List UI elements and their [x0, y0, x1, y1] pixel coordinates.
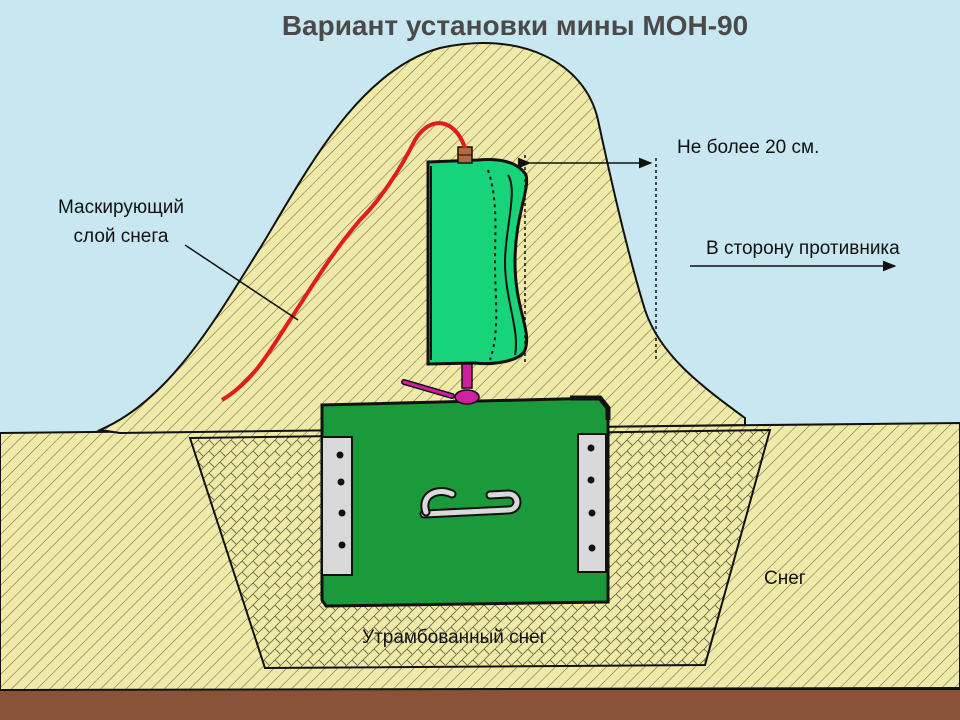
mask-label-line2: слой снега [73, 226, 169, 247]
red-wire [220, 121, 467, 402]
mine-mon90 [426, 146, 529, 366]
mask-leader-line [184, 244, 299, 321]
snow-mound [96, 42, 746, 435]
fuse-mount [401, 363, 480, 405]
distance-measure [517, 155, 657, 365]
mask-label-line1: Маскирующий [58, 197, 184, 218]
diagram-title: Вариант установки мины МОН-90 [281, 10, 749, 41]
support-box [320, 395, 611, 608]
packed-snow-label: Утрамбованный снег [362, 627, 547, 648]
snow-label: Снег [764, 568, 806, 589]
earth-strip [0, 690, 960, 720]
left-bracket [321, 436, 353, 576]
earth-line [0, 687, 960, 691]
distance-label: Не более 20 см. [677, 137, 820, 158]
direction-label: В сторону противника [706, 238, 900, 259]
